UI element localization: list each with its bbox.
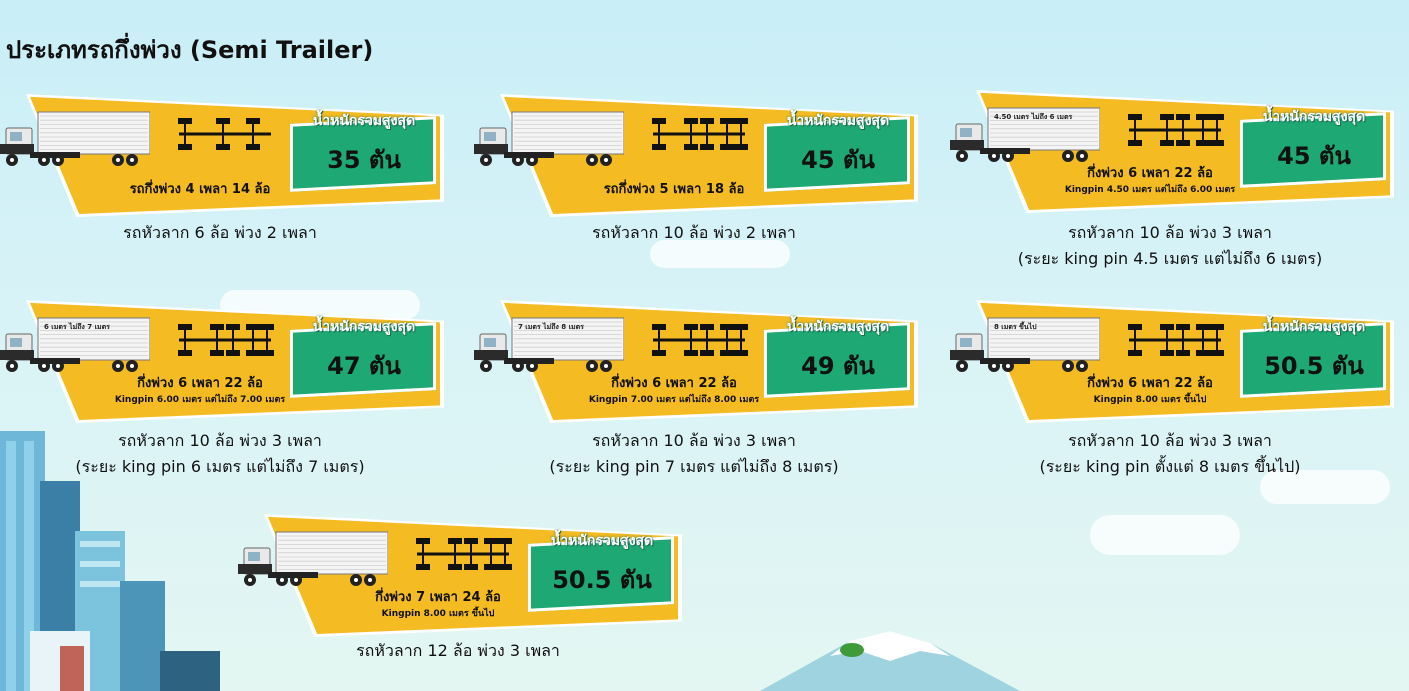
caption-line-1: รถหัวลาก 10 ล้อ พ่วง 3 เพลา xyxy=(118,431,322,450)
max-weight-value: 50.5 ตัน xyxy=(552,566,652,594)
caption-line-1: รถหัวลาก 6 ล้อ พ่วง 2 เพลา xyxy=(123,223,317,242)
max-weight-value: 47 ตัน xyxy=(327,352,401,380)
caption-line-1: รถหัวลาก 10 ล้อ พ่วง 3 เพลา xyxy=(1068,431,1272,450)
semi-truck-icon xyxy=(0,111,151,166)
semi-truck-icon xyxy=(474,317,625,372)
kingpin-note: Kingpin 8.00 เมตร ขึ้นไป xyxy=(381,609,495,619)
trailer-dimension-note: 4.50 เมตร ไม่ถึง 6 เมตร xyxy=(994,113,1073,121)
trailer-dimension-note: 8 เมตร ขึ้นไป xyxy=(994,323,1037,331)
axle-diagram xyxy=(175,116,275,160)
semi-trailer-card: น้ำหนักรวมสูงสุด 50.5 ตัน กึ่งพ่วง 7 เพล… xyxy=(238,512,682,642)
semi-trailer-card: 6 เมตร ไม่ถึง 7 เมตร น้ำหนักรวมสูงสุด 47… xyxy=(0,298,444,428)
max-weight-label: น้ำหนักรวมสูงสุด xyxy=(1262,319,1366,335)
cloud-decoration xyxy=(650,240,790,268)
max-weight-value: 35 ตัน xyxy=(327,146,401,174)
caption-line-1: รถหัวลาก 10 ล้อ พ่วง 3 เพลา xyxy=(1068,223,1272,242)
card-caption: รถหัวลาก 12 ล้อ พ่วง 3 เพลา xyxy=(238,638,678,664)
card-caption: รถหัวลาก 10 ล้อ พ่วง 3 เพลา (ระยะ king p… xyxy=(950,220,1390,272)
truck-illustration xyxy=(474,316,625,380)
caption-line-2: (ระยะ king pin 4.5 เมตร แต่ไม่ถึง 6 เมตร… xyxy=(1017,249,1323,268)
trailer-type-name: กึ่งพ่วง 6 เพลา 22 ล้อ xyxy=(1087,376,1213,391)
truck-illustration xyxy=(238,530,389,594)
caption-line-2: (ระยะ king pin 7 เมตร แต่ไม่ถึง 8 เมตร) xyxy=(549,457,839,476)
semi-trailer-card: น้ำหนักรวมสูงสุด 35 ตัน รถกึ่งพ่วง 4 เพล… xyxy=(0,92,444,222)
semi-truck-icon xyxy=(238,531,389,586)
axle-diagram-icon xyxy=(178,324,274,356)
semi-truck-icon xyxy=(0,317,151,372)
semi-trailer-card: 8 เมตร ขึ้นไป น้ำหนักรวมสูงสุด 50.5 ตัน … xyxy=(950,298,1394,428)
trailer-type-name: กึ่งพ่วง 7 เพลา 24 ล้อ xyxy=(375,590,501,605)
trailer-type-name: รถกึ่งพ่วง 5 เพลา 18 ล้อ xyxy=(603,182,745,197)
card-caption: รถหัวลาก 6 ล้อ พ่วง 2 เพลา xyxy=(0,220,440,246)
max-weight-value: 45 ตัน xyxy=(1277,142,1351,170)
kingpin-note: Kingpin 4.50 เมตร แต่ไม่ถึง 6.00 เมตร xyxy=(1064,185,1236,195)
trailer-type-name: กึ่งพ่วง 6 เพลา 22 ล้อ xyxy=(137,376,263,391)
semi-trailer-card: น้ำหนักรวมสูงสุด 45 ตัน รถกึ่งพ่วง 5 เพล… xyxy=(474,92,918,222)
max-weight-label: น้ำหนักรวมสูงสุด xyxy=(1262,109,1366,125)
max-weight-label: น้ำหนักรวมสูงสุด xyxy=(786,113,890,129)
axle-diagram-icon xyxy=(652,118,748,150)
axle-diagram xyxy=(413,536,513,580)
kingpin-note: Kingpin 7.00 เมตร แต่ไม่ถึง 8.00 เมตร xyxy=(588,395,760,405)
axle-diagram-icon xyxy=(652,324,748,356)
card-caption: รถหัวลาก 10 ล้อ พ่วง 3 เพลา (ระยะ king p… xyxy=(950,428,1390,480)
max-weight-value: 50.5 ตัน xyxy=(1264,352,1364,380)
max-weight-label: น้ำหนักรวมสูงสุด xyxy=(312,319,416,335)
semi-truck-icon xyxy=(474,111,625,166)
max-weight-value: 45 ตัน xyxy=(801,146,875,174)
semi-trailer-card: 7 เมตร ไม่ถึง 8 เมตร น้ำหนักรวมสูงสุด 49… xyxy=(474,298,918,428)
caption-line-2: (ระยะ king pin 6 เมตร แต่ไม่ถึง 7 เมตร) xyxy=(75,457,365,476)
truck-illustration xyxy=(950,106,1101,170)
axle-diagram xyxy=(1125,112,1225,156)
cloud-decoration xyxy=(1090,515,1240,555)
kingpin-note: Kingpin 6.00 เมตร แต่ไม่ถึง 7.00 เมตร xyxy=(114,395,286,405)
mountain-illustration xyxy=(760,631,1020,691)
kingpin-note: Kingpin 8.00 เมตร ขึ้นไป xyxy=(1093,395,1207,405)
page-title: ประเภทรถกึ่งพ่วง (Semi Trailer) xyxy=(6,36,374,64)
caption-line-1: รถหัวลาก 12 ล้อ พ่วง 3 เพลา xyxy=(356,641,560,660)
max-weight-label: น้ำหนักรวมสูงสุด xyxy=(786,319,890,335)
axle-diagram-icon xyxy=(416,538,512,570)
card-caption: รถหัวลาก 10 ล้อ พ่วง 2 เพลา xyxy=(474,220,914,246)
axle-diagram xyxy=(649,322,749,366)
axle-diagram-icon xyxy=(178,118,271,150)
truck-illustration xyxy=(950,316,1101,380)
axle-diagram xyxy=(1125,322,1225,366)
axle-diagram-icon xyxy=(1128,324,1224,356)
caption-line-1: รถหัวลาก 10 ล้อ พ่วง 2 เพลา xyxy=(592,223,796,242)
trailer-type-name: กึ่งพ่วง 6 เพลา 22 ล้อ xyxy=(611,376,737,391)
truck-illustration xyxy=(0,110,151,174)
trailer-type-name: รถกึ่งพ่วง 4 เพลา 14 ล้อ xyxy=(129,182,271,197)
caption-line-1: รถหัวลาก 10 ล้อ พ่วง 3 เพลา xyxy=(592,431,796,450)
trailer-dimension-note: 7 เมตร ไม่ถึง 8 เมตร xyxy=(518,323,584,331)
truck-illustration xyxy=(474,110,625,174)
truck-illustration xyxy=(0,316,151,380)
city-buildings-illustration xyxy=(0,431,220,691)
caption-line-2: (ระยะ king pin ตั้งแต่ 8 เมตร ขึ้นไป) xyxy=(1039,457,1301,476)
trailer-type-name: กึ่งพ่วง 6 เพลา 22 ล้อ xyxy=(1087,166,1213,181)
axle-diagram xyxy=(175,322,275,366)
card-caption: รถหัวลาก 10 ล้อ พ่วง 3 เพลา (ระยะ king p… xyxy=(474,428,914,480)
max-weight-label: น้ำหนักรวมสูงสุด xyxy=(550,533,654,549)
axle-diagram-icon xyxy=(1128,114,1224,146)
semi-truck-icon xyxy=(950,107,1101,162)
trailer-dimension-note: 6 เมตร ไม่ถึง 7 เมตร xyxy=(44,323,110,331)
cloud-decoration xyxy=(1260,470,1390,504)
semi-truck-icon xyxy=(950,317,1101,372)
axle-diagram xyxy=(649,116,749,160)
semi-trailer-card: 4.50 เมตร ไม่ถึง 6 เมตร น้ำหนักรวมสูงสุด… xyxy=(950,88,1394,218)
max-weight-value: 49 ตัน xyxy=(801,352,875,380)
card-caption: รถหัวลาก 10 ล้อ พ่วง 3 เพลา (ระยะ king p… xyxy=(0,428,440,480)
max-weight-label: น้ำหนักรวมสูงสุด xyxy=(312,113,416,129)
